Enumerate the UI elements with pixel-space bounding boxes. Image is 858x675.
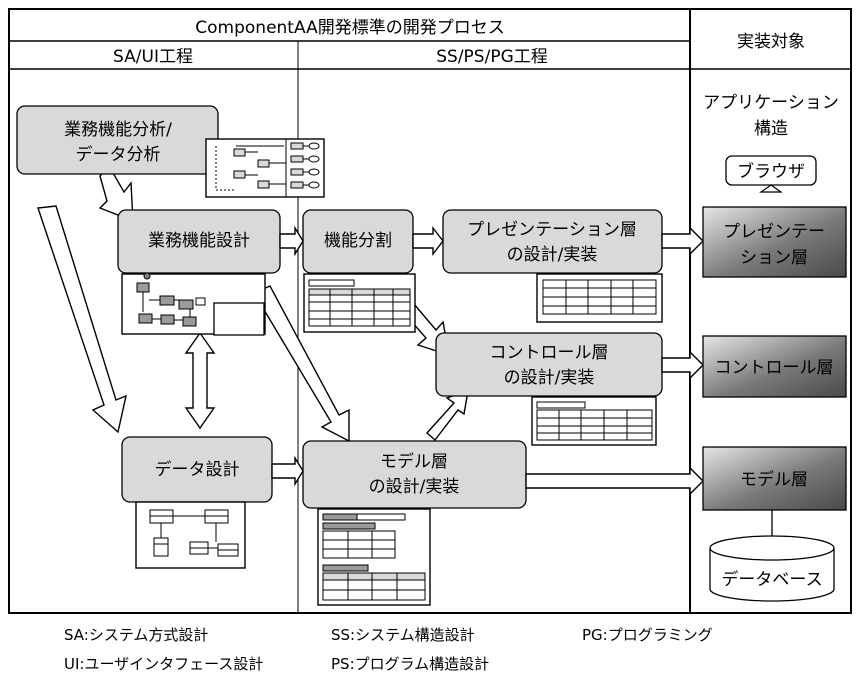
arrow-bidirectional-design-data <box>184 331 216 430</box>
legend-sa: SA:システム方式設計 <box>64 626 209 644</box>
control-impl-label-1: コントロール層 <box>490 343 609 363</box>
arrow-control-to-layer <box>661 350 704 380</box>
arrow-datadesign-to-model <box>271 455 304 487</box>
presentation-layer <box>702 206 847 278</box>
analysis-thumbnail <box>205 138 325 198</box>
database-label: データベース <box>721 569 822 590</box>
business-analysis-label-2: データ分析 <box>76 144 161 165</box>
arrow-model-to-control <box>426 389 469 442</box>
presentation-table <box>536 273 663 323</box>
screen-flow-thumbnail <box>121 272 266 336</box>
control-impl-label-2: の設計/実装 <box>504 368 595 388</box>
arrow-design-to-model <box>252 285 350 443</box>
data-design-label: データ設計 <box>155 459 240 480</box>
arrow-browser-to-presentation <box>759 184 783 193</box>
arrow-analysis-to-data-design <box>37 205 127 434</box>
app-structure-title-1: アプリケーション <box>703 93 839 113</box>
model-table <box>317 508 431 606</box>
control-layer-label: コントロール層 <box>715 358 834 378</box>
legend-ui: UI:ユーザインタフェース設計 <box>64 655 264 673</box>
model-impl-label-1: モデル層 <box>380 451 448 472</box>
presentation-impl-label-1: プレゼンテーション層 <box>467 220 637 240</box>
presentation-layer-label-1: プレゼンテー <box>723 222 825 242</box>
legend-ps: PS:プログラム構造設計 <box>331 655 490 673</box>
model-impl-label-2: の設計/実装 <box>369 477 460 497</box>
target-title: 実装対象 <box>737 32 805 52</box>
lane-ss-ps-pg-title: SS/PS/PG工程 <box>436 47 548 67</box>
browser-label: ブラウザ <box>737 161 805 182</box>
arrow-design-to-split <box>279 225 304 257</box>
process-title: ComponentAA開発標準の開発プロセス <box>195 18 504 38</box>
legend-ss: SS:システム構造設計 <box>331 626 475 644</box>
arrow-split-to-presentation <box>412 225 444 257</box>
arrow-presentation-to-layer <box>661 226 704 256</box>
control-layer <box>702 335 847 398</box>
frame <box>8 8 852 614</box>
function-split-table <box>303 273 416 333</box>
lane-sa-ui-title: SA/UI工程 <box>113 47 193 67</box>
model-layer-label: モデル層 <box>740 469 808 490</box>
presentation-impl-label-2: の設計/実装 <box>507 245 598 265</box>
business-analysis-label-1: 業務機能分析/ <box>64 120 172 140</box>
business-design-label: 業務機能設計 <box>148 231 250 251</box>
function-split-label: 機能分割 <box>324 231 392 251</box>
data-design-er-thumbnail <box>135 501 246 569</box>
app-structure-title-2: 構造 <box>754 119 788 139</box>
arrow-model-to-layer <box>525 466 704 496</box>
database-cylinder <box>709 510 835 602</box>
model-layer <box>702 446 847 511</box>
legend-pg: PG:プログラミング <box>582 626 713 644</box>
control-table <box>531 396 657 446</box>
presentation-layer-label-2: ション層 <box>740 248 808 268</box>
